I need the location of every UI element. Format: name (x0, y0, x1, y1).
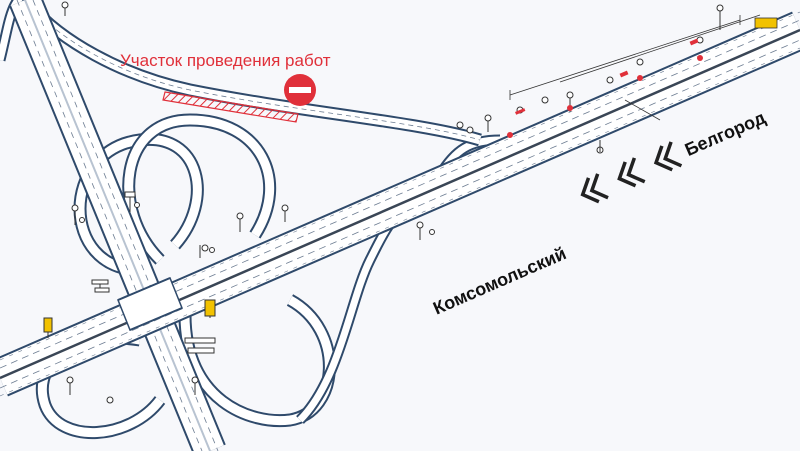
direction-left-label: Комсомольский (430, 243, 569, 318)
sign-group-7 (43, 317, 53, 338)
north-south-highway (9, 0, 226, 451)
sign-group-8 (204, 299, 216, 318)
sign-group-3 (199, 244, 215, 258)
sign-group-10 (66, 376, 114, 404)
sign-group-12 (416, 221, 435, 240)
red-markers (507, 38, 703, 138)
sign-group-17 (61, 1, 69, 16)
upper-ramp (25, 0, 482, 147)
loop-upper-left (73, 132, 204, 277)
chevron-left-icon (580, 141, 683, 204)
overpass (117, 277, 183, 331)
work-zone-label: Участок проведения работ (120, 51, 331, 70)
sign-group-11 (191, 376, 199, 395)
sign-group-1 (71, 204, 85, 225)
sign-group-13 (456, 114, 492, 134)
sign-group-6 (91, 279, 110, 293)
no-entry-icon (284, 74, 316, 106)
dimension-lines (509, 14, 761, 121)
sign-group-15 (596, 140, 604, 154)
sign-group-5 (281, 204, 289, 222)
ramp-top-left (0, 0, 26, 62)
sign-group-9 (184, 337, 216, 354)
direction-right-label: Белгород (682, 107, 769, 160)
sign-group-14 (516, 91, 574, 114)
yellow-sign (754, 17, 778, 29)
loop-upper-right (122, 113, 277, 265)
work-zone-area (162, 91, 299, 123)
sign-group-4 (236, 212, 244, 232)
loop-lower-right (178, 294, 336, 428)
sign-group-2 (124, 191, 140, 212)
